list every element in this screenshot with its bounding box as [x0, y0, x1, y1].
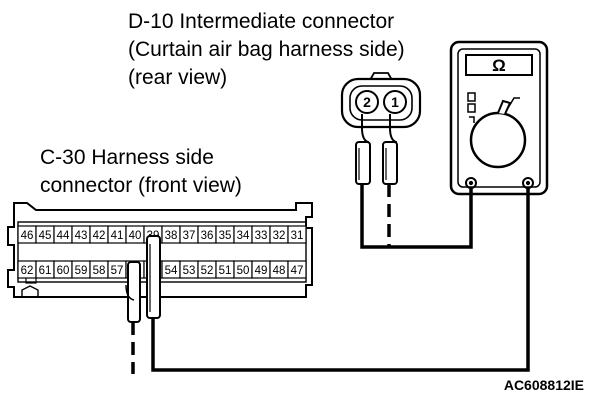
ohm-display	[465, 54, 533, 76]
c30-probes	[125, 235, 161, 323]
c30-pin-50: 50	[237, 265, 250, 277]
d10-pin-2-label: 2	[363, 94, 371, 110]
c30-pin-51: 51	[219, 265, 232, 277]
c30-pin-34: 34	[237, 230, 250, 242]
c30-pin-60: 60	[57, 265, 70, 277]
d10-label-line3: (rear view)	[128, 66, 227, 89]
d10-pin-1	[383, 90, 407, 114]
c30-pin-43: 43	[75, 230, 88, 242]
figure-code: AC608812IE	[504, 377, 584, 393]
c30-pin-61: 61	[39, 265, 52, 277]
c30-label-line1: C-30 Harness side	[40, 146, 214, 169]
c30-pin-37: 37	[183, 230, 196, 242]
c30-top-row: 46454443424140393837363534333231	[17, 225, 307, 244]
c30-pin-44: 44	[57, 230, 70, 242]
d10-pin-1-label: 1	[391, 94, 399, 110]
ohm-symbol: Ω	[492, 56, 506, 75]
d10-connector: 2 1	[340, 72, 422, 129]
test-leads	[131, 184, 530, 374]
c30-pin-32: 32	[273, 230, 286, 242]
ohmmeter: Ω	[449, 40, 549, 196]
c30-pin-53: 53	[183, 265, 196, 277]
c30-pin-40: 40	[129, 230, 142, 242]
c30-pin-58: 58	[93, 265, 106, 277]
c30-pin-46: 46	[21, 230, 34, 242]
c30-pin-38: 38	[165, 230, 178, 242]
selector-dial	[469, 111, 527, 169]
c30-pin-42: 42	[93, 230, 106, 242]
c30-pin-57: 57	[111, 265, 124, 277]
lead-d10-to-meter	[360, 184, 473, 249]
lead-c30-to-meter	[151, 188, 530, 372]
c30-pin-cell	[287, 260, 307, 279]
c30-label-line2: connector (front view)	[40, 174, 242, 197]
d10-label-line1: D-10 Intermediate connector	[128, 10, 394, 33]
c30-pin-59: 59	[75, 265, 88, 277]
d10-probes	[355, 114, 398, 185]
c30-pin-36: 36	[201, 230, 214, 242]
c30-pin-52: 52	[201, 265, 214, 277]
c30-pin-49: 49	[255, 265, 268, 277]
c30-pin-41: 41	[111, 230, 124, 242]
c30-pin-35: 35	[219, 230, 232, 242]
d10-label-line2: (Curtain air bag harness side)	[128, 38, 405, 61]
c30-pin-45: 45	[39, 230, 52, 242]
c30-bottom-row: 62 61 60 59 58 57 54 53 52 51 50 49 48 47	[17, 260, 307, 279]
c30-pin-62: 62	[21, 265, 34, 277]
d10-pin-2	[355, 90, 379, 114]
d10-label: D-10 Intermediate connector (Curtain air…	[128, 10, 405, 89]
c30-pin-54: 54	[165, 265, 178, 277]
c30-label: C-30 Harness side connector (front view)	[40, 146, 242, 197]
c30-pin-48: 48	[273, 265, 286, 277]
c30-pin-31: 31	[291, 230, 304, 242]
c30-pin-33: 33	[255, 230, 268, 242]
c30-pin-cell	[287, 225, 307, 244]
c30-pin-47: 47	[291, 265, 304, 277]
